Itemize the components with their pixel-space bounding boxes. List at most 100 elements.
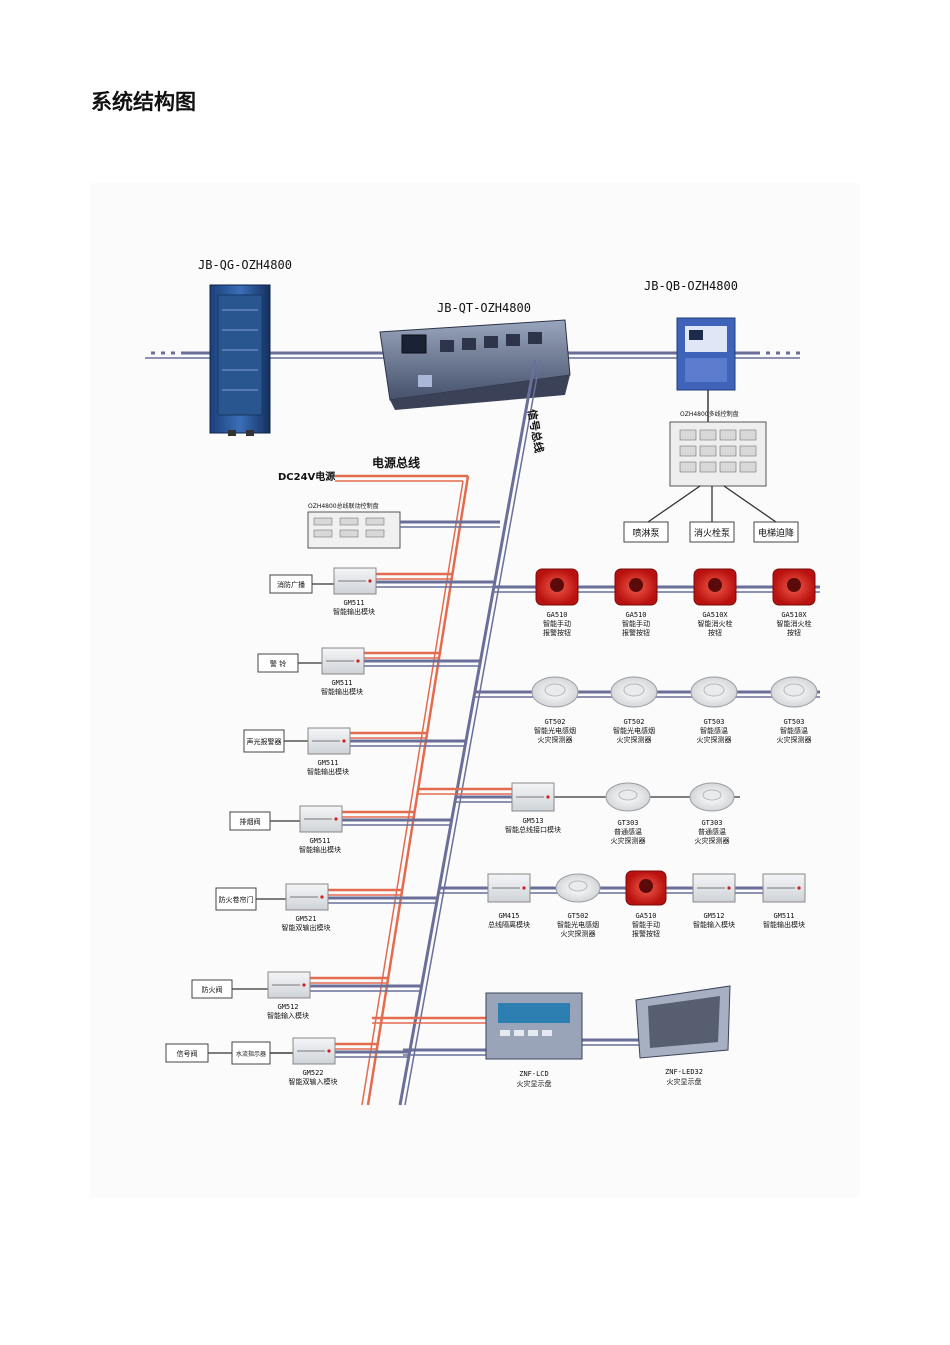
display1-name: 火灾显示盘 — [517, 1079, 552, 1088]
detector-code: GT502 — [544, 718, 565, 726]
call-point-code: GA510X — [702, 611, 728, 619]
left-device-label: 信号阀 — [177, 1049, 198, 1058]
detector-code: GT503 — [783, 718, 804, 726]
call-point-name: 报警按钮 — [543, 628, 571, 637]
display2-name: 火灾显示盘 — [667, 1077, 702, 1086]
loop-item-code: GT502 — [567, 912, 588, 920]
call-point-name: 按钮 — [708, 628, 722, 637]
dc24-label: DC24V电源 — [278, 470, 335, 483]
display2-code: ZNF-LED32 — [665, 1068, 703, 1076]
left-module — [321, 647, 365, 675]
conv-detector-code: GT303 — [617, 819, 638, 827]
loop-item-name: 总线隔离模块 — [488, 920, 530, 929]
left-module — [267, 971, 311, 999]
loop-item-code: GM415 — [498, 912, 519, 920]
left-module-name: 智能双输入模块 — [289, 1077, 338, 1086]
left-module-name: 智能双输出模块 — [282, 923, 331, 932]
power-bus-label: 电源总线 — [372, 455, 420, 470]
left-device-label: 防火阀 — [202, 985, 223, 994]
left-device-label: 排烟阀 — [240, 817, 261, 826]
console-controller — [379, 319, 571, 410]
call-point-name: 按钮 — [787, 628, 801, 637]
detector-name: 火灾探测器 — [697, 735, 732, 744]
call-point-name: 智能手动 — [622, 619, 650, 628]
left-module — [285, 883, 329, 911]
loop-item-code: GM511 — [773, 912, 794, 920]
left-device-label: 警 铃 — [270, 659, 286, 668]
detector-name: 火灾探测器 — [777, 735, 812, 744]
display1-code: ZNF-LCD — [519, 1070, 549, 1078]
call-point-code: GA510 — [546, 611, 567, 619]
interface-module-name: 智能总线接口模块 — [505, 825, 561, 834]
left-module — [292, 1037, 336, 1065]
loop-item-name: 报警按钮 — [632, 929, 660, 938]
loop-item-name: 智能输出模块 — [763, 920, 805, 929]
detector-name: 智能光电感烟 — [613, 726, 655, 735]
right-device-rows: GA510智能手动报警按钮GA510智能手动报警按钮GA510X智能消火栓按钮G… — [418, 568, 820, 938]
row-manual-call-points: GA510智能手动报警按钮GA510智能手动报警按钮GA510X智能消火栓按钮G… — [493, 568, 820, 637]
loop-module — [692, 873, 736, 903]
detector-name: 智能感温 — [700, 726, 728, 735]
target-sprinkler-pump: 喷淋泵 — [632, 527, 659, 539]
wallmount-label: JB-QB-OZH4800 — [644, 279, 738, 293]
left-module-code: GM511 — [309, 837, 330, 845]
loop-item-name: 智能输入模块 — [693, 920, 735, 929]
left-module-code: GM511 — [317, 759, 338, 767]
interface-module-code: GM513 — [522, 817, 543, 825]
call-point-name: 智能消火栓 — [777, 619, 812, 628]
call-point-name: 智能消火栓 — [698, 619, 733, 628]
interface-module — [511, 782, 555, 812]
multi-panel-title: OZH4800多线控制盘 — [680, 410, 739, 418]
left-module-code: GM512 — [277, 1003, 298, 1011]
row-smart-detectors: GT502智能光电感烟火灾探测器GT502智能光电感烟火灾探测器GT503智能感… — [474, 676, 820, 744]
left-module-name: 智能输出模块 — [321, 687, 363, 696]
loop-item-name: 智能光电感烟 — [557, 920, 599, 929]
wallmount-controller — [676, 317, 736, 391]
left-module — [307, 727, 351, 755]
cabinet-controller — [209, 284, 271, 436]
loop-module — [762, 873, 806, 903]
left-module-name: 智能输入模块 — [267, 1011, 309, 1020]
detector-name: 智能感温 — [780, 726, 808, 735]
loop-item-name: 智能手动 — [632, 920, 660, 929]
loop-item-code: GA510 — [635, 912, 656, 920]
left-module-code: GM511 — [331, 679, 352, 687]
left-module-code: GM522 — [302, 1069, 323, 1077]
left-device-label: 消防广播 — [277, 580, 305, 589]
left-device-label: 水流指示器 — [236, 1050, 266, 1058]
target-elevator: 电梯迫降 — [758, 527, 794, 539]
bus-linkage-panel — [307, 511, 500, 549]
left-module-name: 智能输出模块 — [299, 845, 341, 854]
row-bus-interface: GM513智能总线接口模块GT303普通感温火灾探测器GT303普通感温火灾探测… — [418, 782, 740, 845]
loop-item-name: 火灾探测器 — [561, 929, 596, 938]
conv-detector-name: 普通感温 — [614, 827, 642, 836]
conv-detector-name: 普通感温 — [698, 827, 726, 836]
left-module-name: 智能输出模块 — [333, 607, 375, 616]
left-device-label: 防火卷帘门 — [219, 895, 254, 904]
call-point-code: GA510 — [625, 611, 646, 619]
signal-bus — [398, 359, 541, 1106]
multi-targets: 喷淋泵 消火栓泵 电梯迫降 — [623, 521, 799, 543]
displays-row — [372, 985, 731, 1060]
detector-code: GT502 — [623, 718, 644, 726]
loop-item-code: GM512 — [703, 912, 724, 920]
call-point-name: 智能手动 — [543, 619, 571, 628]
left-device-label: 声光报警器 — [247, 737, 282, 746]
left-module-code: GM521 — [295, 915, 316, 923]
left-module-name: 智能输出模块 — [307, 767, 349, 776]
left-module — [333, 567, 377, 595]
call-point-name: 报警按钮 — [622, 628, 650, 637]
conv-detector-code: GT303 — [701, 819, 722, 827]
console-label: JB-QT-OZH4800 — [437, 301, 531, 315]
page-title: 系统结构图 — [91, 90, 196, 114]
